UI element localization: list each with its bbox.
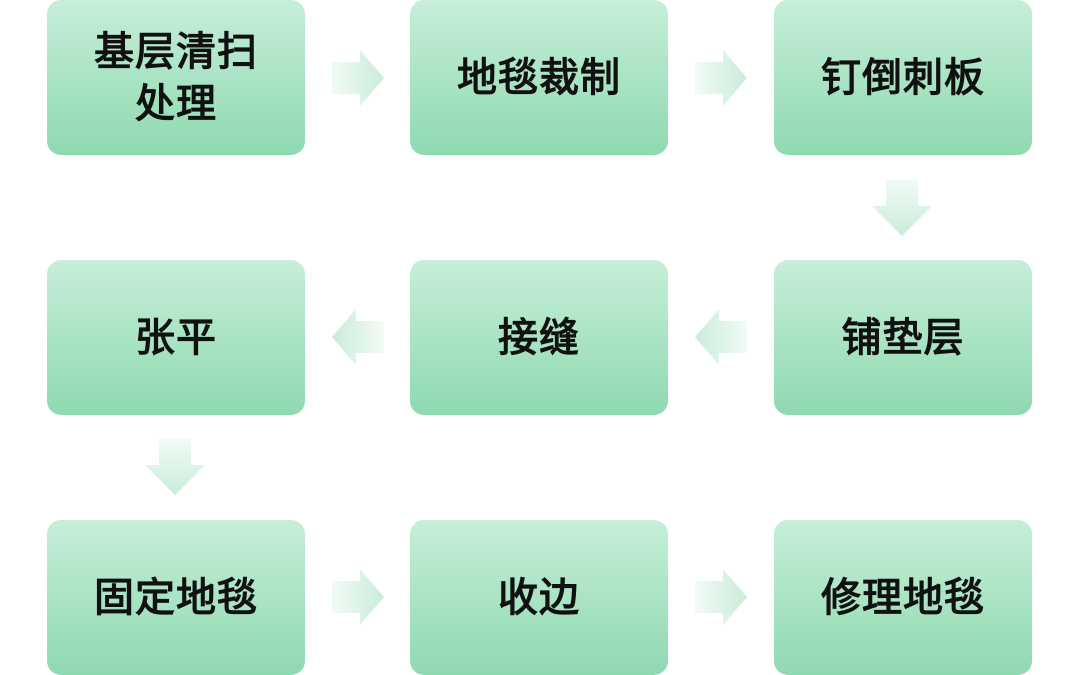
arrow-right-icon bbox=[328, 567, 388, 627]
arrow-left-icon bbox=[691, 307, 751, 367]
arrow-down-icon bbox=[872, 178, 932, 238]
step-3-box: 钉倒刺板 bbox=[774, 0, 1032, 155]
step-4-box: 铺垫层 bbox=[774, 260, 1032, 415]
step-6-label: 张平 bbox=[135, 314, 217, 361]
step-9-label: 修理地毯 bbox=[821, 574, 985, 621]
arrow-right-icon bbox=[691, 567, 751, 627]
arrow-left-icon bbox=[328, 307, 388, 367]
step-5-label: 接缝 bbox=[498, 314, 580, 361]
step-2-box: 地毯裁制 bbox=[410, 0, 668, 155]
step-2-label: 地毯裁制 bbox=[457, 54, 621, 101]
step-8-label: 收边 bbox=[498, 574, 580, 621]
step-8-box: 收边 bbox=[410, 520, 668, 675]
step-3-label: 钉倒刺板 bbox=[821, 54, 985, 101]
step-7-label: 固定地毯 bbox=[94, 574, 258, 621]
step-5-box: 接缝 bbox=[410, 260, 668, 415]
step-1-label: 基层清扫处理 bbox=[94, 28, 258, 127]
arrow-down-icon bbox=[145, 437, 205, 497]
step-9-box: 修理地毯 bbox=[774, 520, 1032, 675]
step-7-box: 固定地毯 bbox=[47, 520, 305, 675]
step-4-label: 铺垫层 bbox=[841, 314, 965, 361]
arrow-right-icon bbox=[691, 48, 751, 108]
step-6-box: 张平 bbox=[47, 260, 305, 415]
step-1-box: 基层清扫处理 bbox=[47, 0, 305, 155]
arrow-right-icon bbox=[328, 48, 388, 108]
